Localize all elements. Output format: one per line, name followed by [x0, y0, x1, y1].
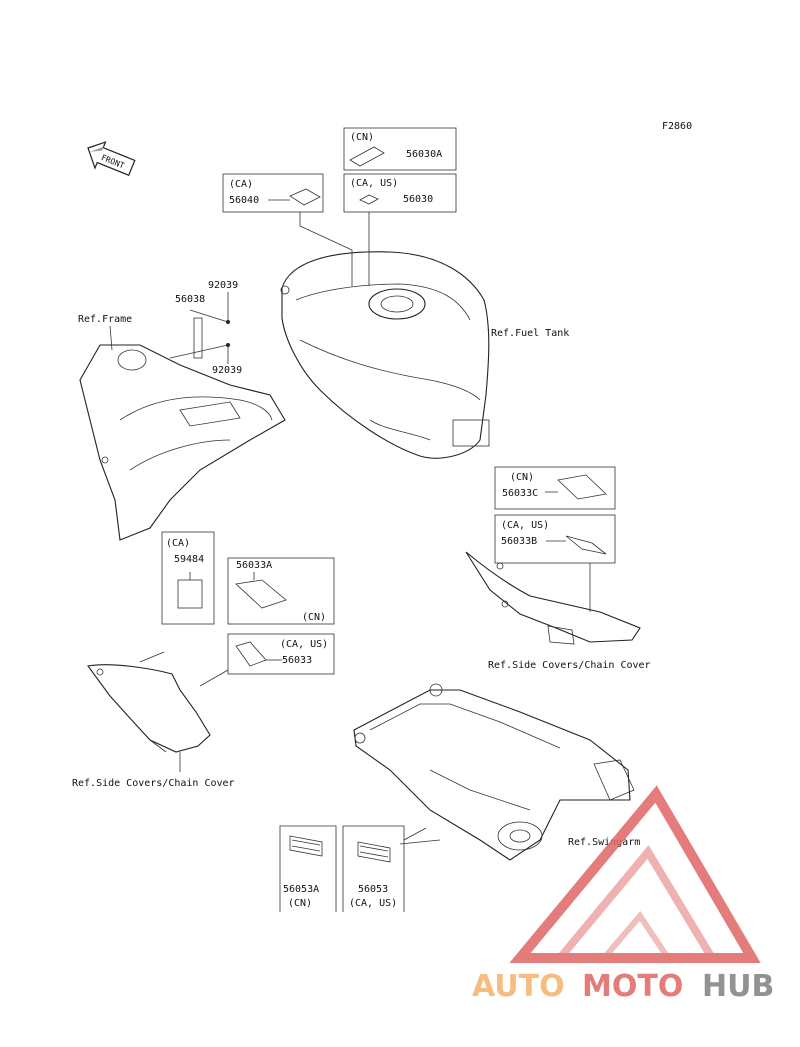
part-number: 56033B	[501, 536, 537, 547]
decal-icon	[557, 474, 607, 500]
part-market: (CA)	[166, 538, 190, 549]
decal-icon	[177, 579, 203, 609]
part-market: (CN)	[288, 898, 312, 909]
part-market: (CA, US)	[349, 898, 397, 909]
fuel-tank-illustration	[280, 251, 490, 459]
watermark-hub: HUB	[702, 969, 774, 1004]
part-number: 56030A	[406, 149, 442, 160]
part-market: (CA, US)	[501, 520, 549, 531]
decal-icon	[289, 188, 321, 206]
part-number: 56033A	[236, 560, 272, 571]
ref-side-covers-left: Ref.Side Covers/Chain Cover	[72, 778, 235, 789]
part-market: (CN)	[350, 132, 374, 143]
part-number: 59484	[174, 554, 204, 565]
part-market: (CN)	[510, 472, 534, 483]
part-number: 56033	[282, 655, 312, 666]
callout-56053: 56053 (CA, US)	[342, 825, 427, 912]
callout-56040: (CA) 56040	[222, 173, 353, 286]
part-market: (CN)	[302, 612, 326, 623]
part-number-56038: 56038	[175, 294, 205, 305]
ref-fuel-tank: Ref.Fuel Tank	[491, 328, 569, 339]
side-cover-left-illustration	[87, 651, 211, 772]
part-number: 56053	[358, 884, 388, 895]
part-market: (CA, US)	[350, 178, 398, 189]
figure-code: F2860	[662, 121, 692, 132]
callout-56038: 92039 56038 92039	[169, 280, 242, 376]
label-strip-icon	[193, 317, 203, 359]
callout-56033c: (CN) 56033C	[494, 466, 616, 510]
decal-icon	[235, 641, 267, 667]
part-market: (CA, US)	[280, 639, 328, 650]
ref-frame: Ref.Frame	[78, 314, 132, 325]
decal-icon	[289, 835, 323, 857]
part-number: 56033C	[502, 488, 538, 499]
part-number: 56040	[229, 195, 259, 206]
callout-56030: (CA, US) 56030	[343, 173, 457, 286]
part-market: (CA)	[229, 179, 253, 190]
frame-illustration	[79, 344, 286, 541]
decal-icon	[349, 146, 385, 167]
part-number-92039-bottom: 92039	[212, 365, 242, 376]
decal-icon	[235, 579, 287, 609]
callout-56030a: (CN) 56030A	[343, 127, 457, 171]
watermark-moto: MOTO	[582, 969, 683, 1004]
callout-56053a: 56053A (CN)	[279, 825, 337, 912]
ref-side-covers-right: Ref.Side Covers/Chain Cover	[488, 660, 651, 671]
part-number-92039-top: 92039	[208, 280, 238, 291]
automotohub-watermark-logo: AUTO MOTO HUB	[472, 785, 774, 1004]
ref-swingarm: Ref.Swingarm	[568, 837, 640, 848]
callout-59484: (CA) 59484	[161, 531, 215, 625]
watermark-auto: AUTO	[472, 969, 565, 1004]
decal-icon	[357, 841, 391, 863]
decal-icon	[359, 194, 379, 205]
callout-56033: (CA, US) 56033	[199, 633, 335, 687]
side-cover-right-illustration	[465, 551, 641, 645]
callout-56033a: 56033A (CN)	[227, 557, 335, 625]
callout-56033b: (CA, US) 56033B	[494, 514, 616, 612]
part-number: 56030	[403, 194, 433, 205]
decal-icon	[565, 535, 607, 555]
front-arrow-icon: FRONT	[87, 141, 136, 177]
swingarm-illustration	[353, 683, 635, 861]
part-number: 56053A	[283, 884, 319, 895]
